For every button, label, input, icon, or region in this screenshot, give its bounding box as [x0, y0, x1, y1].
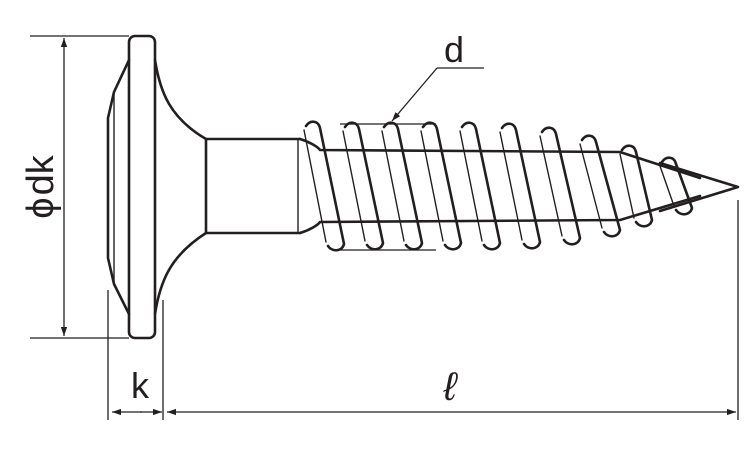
screw-shank — [204, 137, 302, 235]
thread-flank — [381, 130, 405, 242]
thread-crest — [304, 120, 346, 252]
bugle-curve-top — [153, 58, 208, 141]
d-label: d — [444, 29, 464, 70]
dimension-dk: ϕdk — [20, 35, 129, 339]
thread-flank — [342, 130, 366, 242]
thread-crest — [500, 122, 542, 250]
thread-flank — [420, 130, 444, 242]
thread-crest — [382, 121, 424, 251]
length-label: ℓ — [443, 365, 459, 409]
thread-crest — [460, 121, 502, 251]
dimension-k: k — [107, 290, 164, 420]
thread-flank — [459, 130, 483, 242]
d-leader-arrow — [391, 67, 438, 122]
thread-crest — [540, 126, 582, 246]
phi-symbol: ϕ — [20, 197, 62, 218]
screw-thread — [298, 120, 740, 252]
bugle-curve-bottom — [153, 231, 208, 316]
dimension-length: ℓ — [167, 200, 739, 420]
screw-tip — [658, 161, 740, 213]
head-top-plate — [127, 34, 157, 340]
dk-label: ϕdk — [20, 154, 62, 218]
thread-crest — [343, 121, 385, 251]
head-underside-left — [106, 58, 131, 316]
screw-head — [106, 34, 208, 340]
thread-flank — [659, 165, 675, 207]
thread-crests — [303, 120, 694, 252]
thread-crest — [421, 121, 463, 251]
thread-crest — [580, 134, 622, 238]
thread-flank — [539, 135, 563, 237]
thread-flank — [579, 143, 603, 229]
dimension-d: d — [340, 29, 484, 251]
thread-crest — [660, 156, 694, 216]
thread-flank — [499, 131, 523, 241]
k-label: k — [131, 365, 150, 406]
core-top — [298, 137, 702, 180]
thread-flank — [303, 129, 327, 243]
thread-crest — [620, 144, 654, 228]
core-bottom — [298, 194, 702, 235]
thread-flank — [619, 153, 635, 219]
